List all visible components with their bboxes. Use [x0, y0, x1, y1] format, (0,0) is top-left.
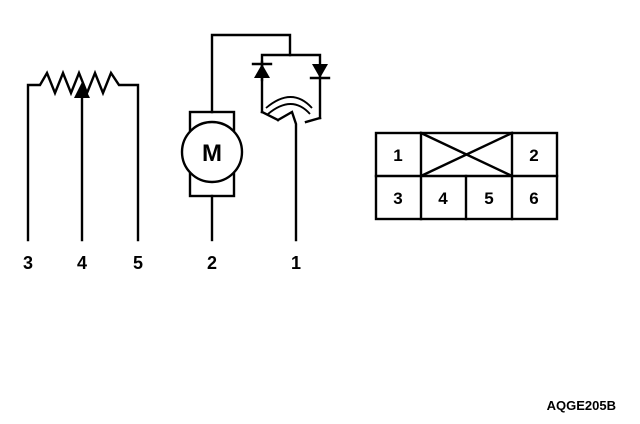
motor: M — [180, 33, 292, 242]
connector-pin-label: 4 — [438, 189, 448, 208]
resistor-zigzag — [26, 69, 140, 242]
motor-label: M — [202, 140, 222, 167]
connector-pin-label: 1 — [393, 146, 402, 165]
terminal-labels: 3 4 5 2 1 — [23, 253, 301, 273]
terminal-label: 1 — [291, 253, 301, 273]
switch-blade — [260, 110, 280, 122]
blank-cavity-cross — [419, 131, 514, 178]
wiper-arrow-icon — [74, 82, 90, 98]
connector-pin-label: 5 — [484, 189, 493, 208]
switch-blade-right — [304, 116, 322, 124]
diode-right-icon — [312, 64, 328, 78]
terminal-label: 4 — [77, 253, 87, 273]
connector-pin-label: 6 — [529, 189, 538, 208]
potentiometer — [26, 69, 140, 242]
connector-face: 1 2 3 4 5 6 — [374, 131, 559, 221]
diode-left-icon — [254, 64, 270, 78]
terminal-label: 3 — [23, 253, 33, 273]
limit-switch-assembly — [251, 53, 331, 242]
connector-pin-label: 3 — [393, 189, 402, 208]
switch-contact-arc-outer — [265, 96, 313, 109]
switch-arm — [276, 110, 298, 242]
switch-contact-arc-inner — [267, 103, 311, 115]
terminal-label: 5 — [133, 253, 143, 273]
switch-frame — [260, 53, 322, 120]
connector-pin-label: 2 — [529, 146, 538, 165]
terminal-label: 2 — [207, 253, 217, 273]
figure-code: AQGE205B — [547, 398, 616, 413]
motor-top-wire — [210, 33, 292, 114]
motor-symbol-icon — [180, 120, 244, 184]
